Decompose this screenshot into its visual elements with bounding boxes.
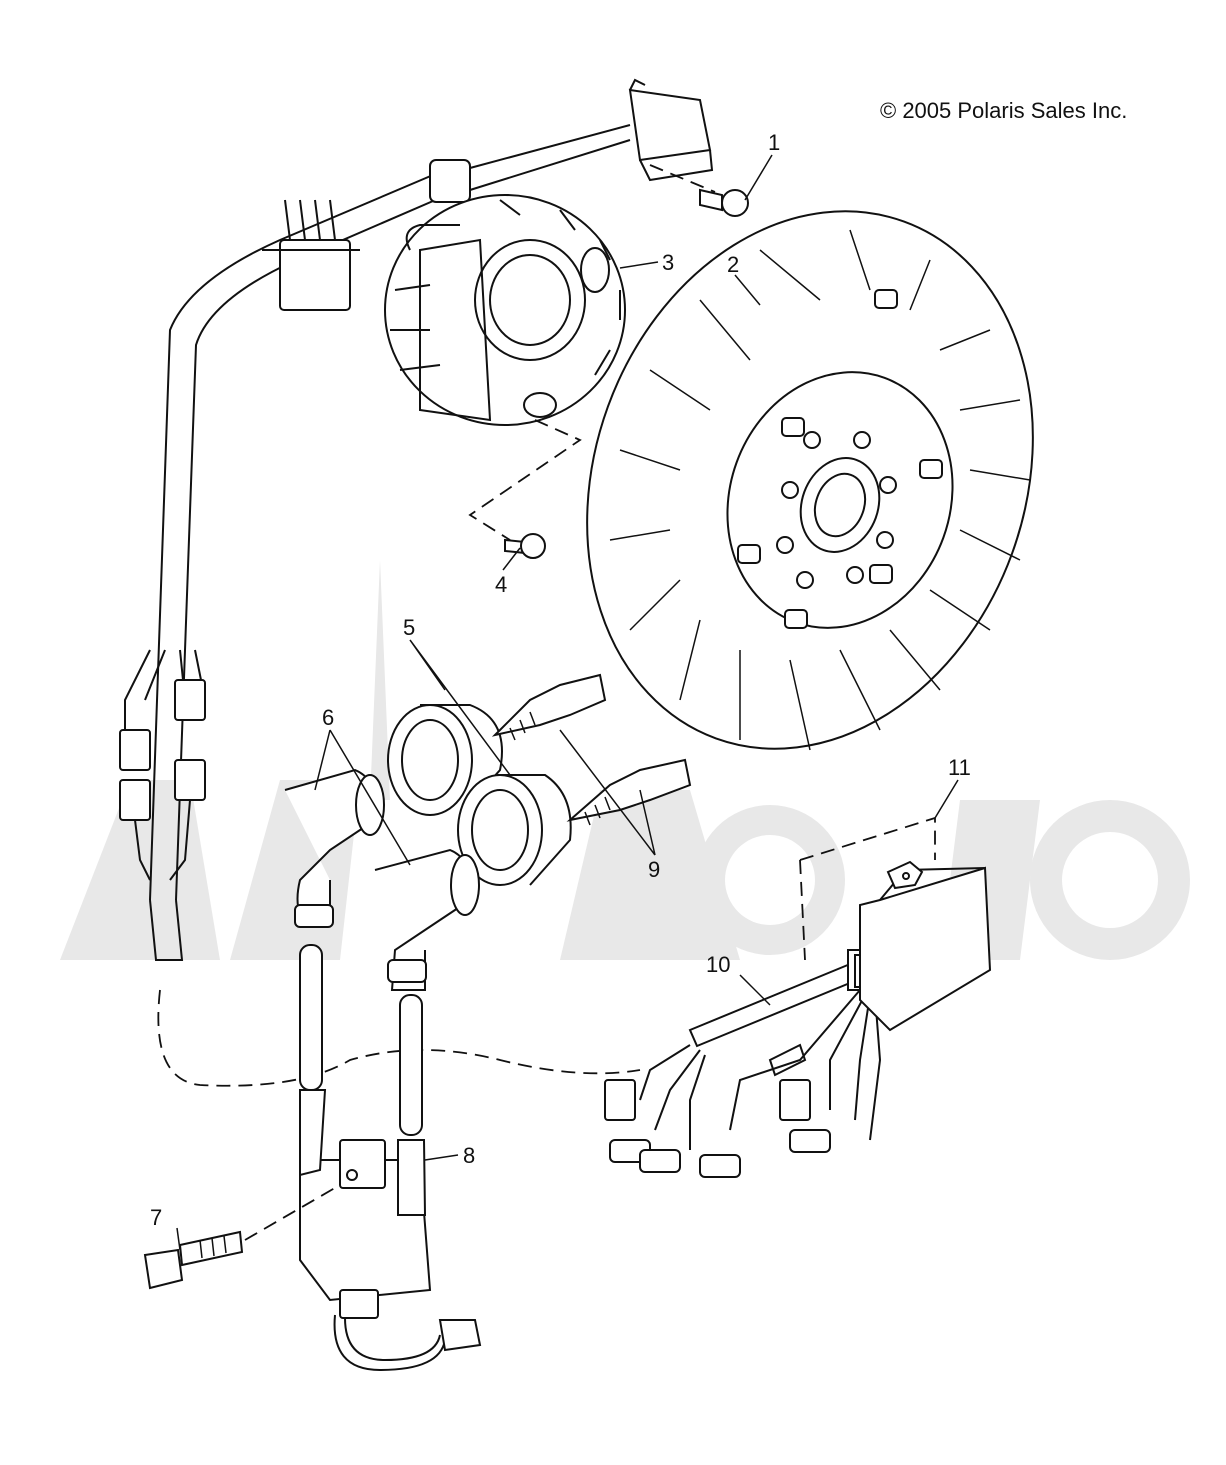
callout-leaders — [176, 154, 959, 1251]
callout-10: 10 — [706, 952, 730, 977]
callout-labels: 1 2 3 4 5 6 7 8 9 10 11 — [150, 130, 971, 1230]
callout-7: 7 — [150, 1205, 162, 1230]
flywheel — [586, 210, 1034, 751]
callout-1: 1 — [768, 130, 780, 155]
leader-bolt-7 — [244, 1184, 341, 1241]
callout-5: 5 — [403, 615, 415, 640]
leader-bolt-1 — [649, 164, 716, 193]
callout-9: 9 — [648, 857, 660, 882]
bolt-1 — [699, 188, 749, 217]
stator — [384, 194, 626, 426]
leader-screw-4 — [468, 419, 582, 541]
ignition-coil-8 — [299, 944, 482, 1372]
callout-2: 2 — [727, 252, 739, 277]
callout-6: 6 — [322, 705, 334, 730]
wiring-harness-10 — [604, 949, 882, 1178]
spark-plugs-9 — [491, 673, 692, 826]
callout-4: 4 — [495, 572, 507, 597]
spark-plug-caps-6 — [284, 768, 480, 991]
spark-plug-boots-5 — [387, 704, 572, 886]
stator-harness-cable — [119, 78, 714, 1087]
bolt-7 — [143, 1230, 244, 1290]
cdi-box-11 — [859, 860, 992, 1032]
callout-3: 3 — [662, 250, 674, 275]
callout-11: 11 — [948, 755, 971, 780]
callout-8: 8 — [463, 1143, 475, 1168]
leader-cdi-11b — [799, 859, 806, 961]
copyright-text: © 2005 Polaris Sales Inc. — [880, 98, 1128, 123]
screw-4 — [504, 533, 546, 559]
